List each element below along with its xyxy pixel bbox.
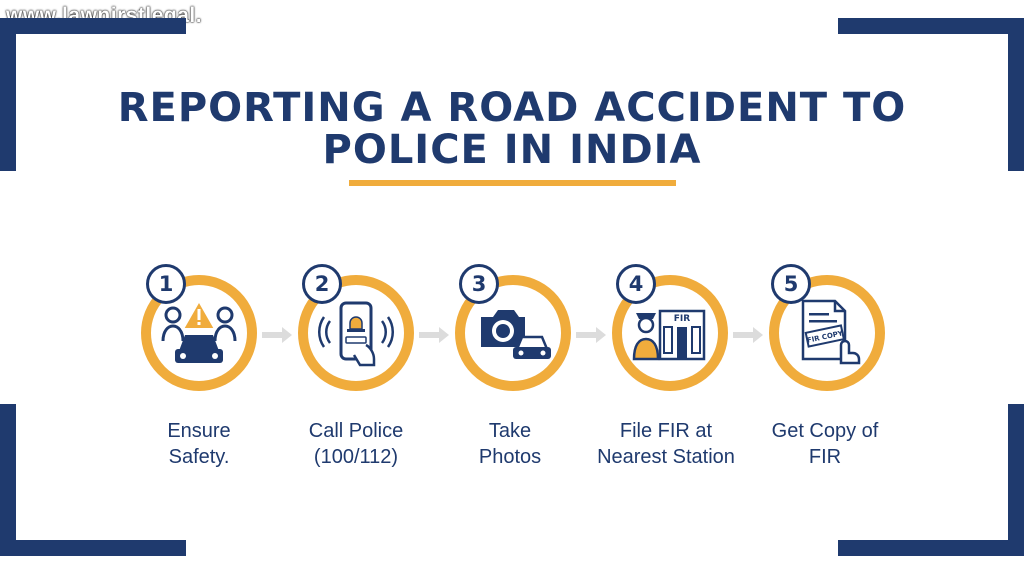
step-number-badge: 4 <box>616 264 656 304</box>
police-station-icon: FIR <box>632 309 706 361</box>
step-label: File FIR at Nearest Station <box>581 418 751 470</box>
corner-bracket-bottom-left <box>0 540 186 556</box>
corner-bracket-bottom-right <box>838 540 1024 556</box>
step-label: Ensure Safety. <box>114 418 284 470</box>
step-label-line-1: Ensure <box>167 420 231 442</box>
arrow-right-icon <box>419 327 449 343</box>
car-warning-icon <box>161 298 237 363</box>
step-number-badge: 1 <box>146 264 186 304</box>
step-label-line-2: FIR <box>808 446 842 468</box>
step-number-badge: 3 <box>459 264 499 304</box>
step-label-line-1: File FIR at <box>619 420 713 442</box>
step-label-line-1: Get Copy of <box>771 420 879 442</box>
arrow-right-icon <box>733 327 763 343</box>
phone-call-icon <box>317 301 395 367</box>
fir-copy-document-icon: FIR COPY <box>801 299 861 365</box>
step-label-line-2: Photos <box>478 446 542 468</box>
arrow-right-icon <box>262 327 292 343</box>
step-label-line-2: Nearest Station <box>597 446 735 468</box>
title-line-2: POLICE IN INDIA <box>322 127 702 173</box>
step-number-badge: 5 <box>771 264 811 304</box>
corner-bracket-top-right <box>838 18 1024 34</box>
step-ring <box>141 275 257 391</box>
step-label: Call Police (100/112) <box>271 418 441 470</box>
step-label-line-2: (100/112) <box>313 446 399 468</box>
corner-bracket-top-right-vertical <box>1008 18 1024 171</box>
step-label-line-1: Call Police <box>308 420 404 442</box>
corner-bracket-top-left-vertical <box>0 18 16 171</box>
camera-car-icon <box>481 310 551 359</box>
step-label: Take Photos <box>425 418 595 470</box>
step-label: Get Copy of FIR <box>740 418 910 470</box>
step-number-badge: 2 <box>302 264 342 304</box>
title-line-1: REPORTING A ROAD ACCIDENT TO <box>117 85 907 131</box>
step-ring: FIR <box>612 275 728 391</box>
corner-bracket-bottom-right-vertical <box>1008 404 1024 556</box>
step-label-line-1: Take <box>488 420 532 442</box>
corner-bracket-bottom-left-vertical <box>0 404 16 556</box>
title-underline <box>349 180 676 186</box>
step-label-line-2: Safety. <box>168 446 230 468</box>
corner-bracket-top-left <box>0 18 186 34</box>
step-ring <box>298 275 414 391</box>
arrow-right-icon <box>576 327 606 343</box>
fir-sign-text: FIR <box>674 314 690 324</box>
